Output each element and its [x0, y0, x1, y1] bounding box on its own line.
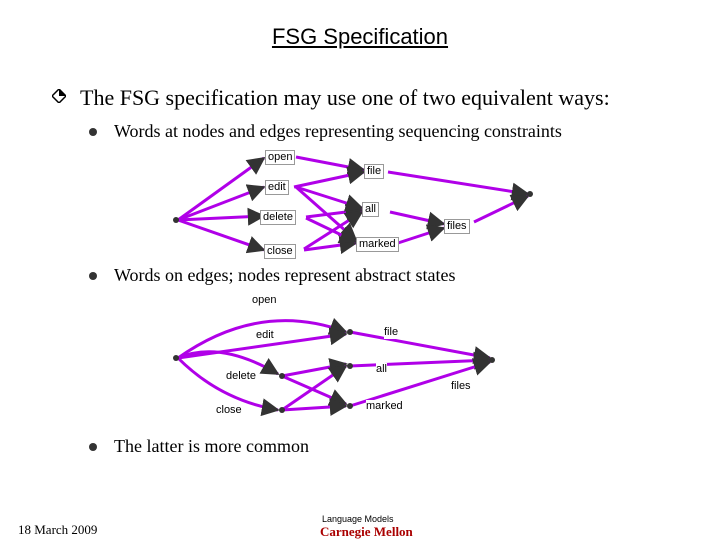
cmu-logo: Carnegie Mellon	[320, 524, 413, 539]
sub-bullet-1-text: Words at nodes and edges representing se…	[114, 121, 562, 141]
diagram-2-nodes	[173, 329, 495, 413]
edge-label-files: files	[451, 380, 471, 393]
page-title: FSG Specification	[271, 24, 449, 49]
main-bullet-text: The FSG specification may use one of two…	[80, 85, 610, 110]
edge-label-edit: edit	[256, 329, 274, 342]
edge-label-delete: delete	[226, 370, 256, 383]
diamond-bullet-icon	[52, 89, 66, 103]
sub-bullet-2-text: Words on edges; nodes represent abstract…	[114, 265, 456, 285]
diagram-2-edges	[176, 317, 492, 417]
node-open: open	[265, 150, 296, 165]
node-close: close	[264, 244, 296, 259]
node-delete: delete	[260, 210, 296, 225]
diagram-1-edges	[177, 155, 530, 255]
node-file: file	[364, 164, 385, 179]
edge-label-marked: marked	[366, 400, 403, 413]
sub-bullet-3-text: The latter is more common	[114, 436, 309, 456]
edge-label-file: file	[384, 326, 399, 339]
sub-bullet-icon	[89, 272, 97, 280]
sub-bullet-icon	[89, 443, 97, 451]
edge-label-open: open	[252, 294, 277, 307]
node-marked: marked	[356, 237, 399, 252]
node-all: all	[362, 202, 380, 217]
edge-label-close: close	[216, 404, 242, 417]
footer-date: 18 March 2009	[18, 522, 98, 537]
edge-label-all: all	[376, 363, 388, 376]
node-edit: edit	[265, 180, 289, 195]
footer-subtitle: Language Models	[322, 514, 394, 524]
sub-bullet-icon	[89, 128, 97, 136]
node-files: files	[444, 219, 470, 234]
diagram-1-nodes	[173, 191, 533, 223]
